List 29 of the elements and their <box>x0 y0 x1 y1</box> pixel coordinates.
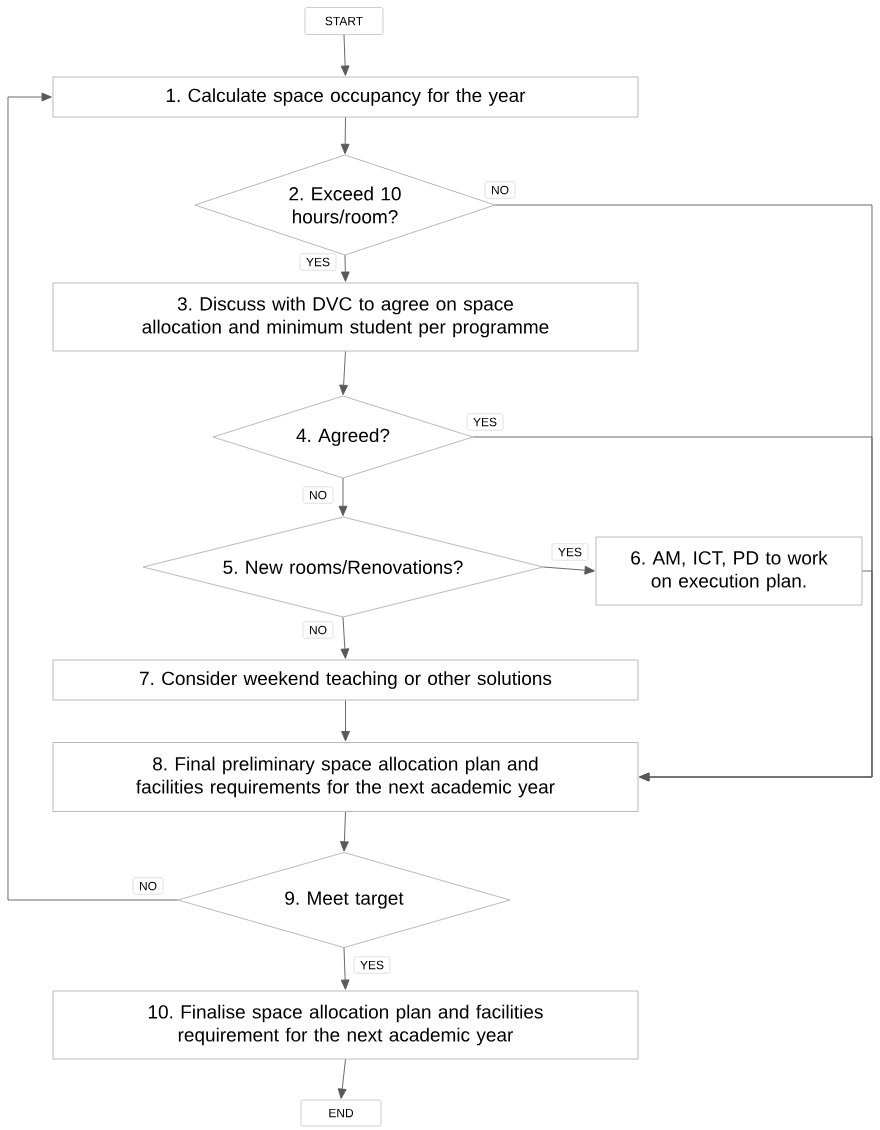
arrow <box>339 351 348 396</box>
arrow <box>340 616 350 659</box>
process-box: 3. Discuss with DVC to agree on space allocation and minimum student per programme <box>52 282 639 352</box>
arrow <box>337 1059 347 1099</box>
edge-label: YES <box>466 413 504 431</box>
arrow <box>340 254 350 282</box>
edge-label: NO <box>484 181 516 199</box>
arrow <box>340 947 350 990</box>
edge-label: YES <box>551 543 589 561</box>
arrow <box>340 117 350 155</box>
edge-label: NO <box>132 877 164 895</box>
terminal-box: END <box>300 1099 382 1127</box>
process-box: 10. Finalise space allocation plan and facilities requirement for the next academic year <box>52 990 639 1060</box>
process-box: 6. AM, ICT, PD to work on execution plan. <box>595 536 863 606</box>
terminal-box: START <box>304 7 384 35</box>
arrow <box>7 92 179 901</box>
arrow <box>338 477 348 517</box>
process-box: 8. Final preliminary space allocation plan and facilities requirements for the next academic year <box>52 742 639 812</box>
process-box: 1. Calculate space occupancy for the year <box>52 76 639 118</box>
arrow <box>639 570 873 782</box>
process-box: 7. Consider weekend teaching or other solutions <box>52 659 639 701</box>
arrow <box>340 811 349 852</box>
arrow <box>341 700 350 742</box>
edge-label: NO <box>302 621 334 639</box>
arrow <box>340 34 350 76</box>
edge-label: YES <box>353 956 391 974</box>
edge-label: NO <box>302 486 334 504</box>
edge-label: YES <box>299 253 337 271</box>
arrow <box>542 565 595 575</box>
